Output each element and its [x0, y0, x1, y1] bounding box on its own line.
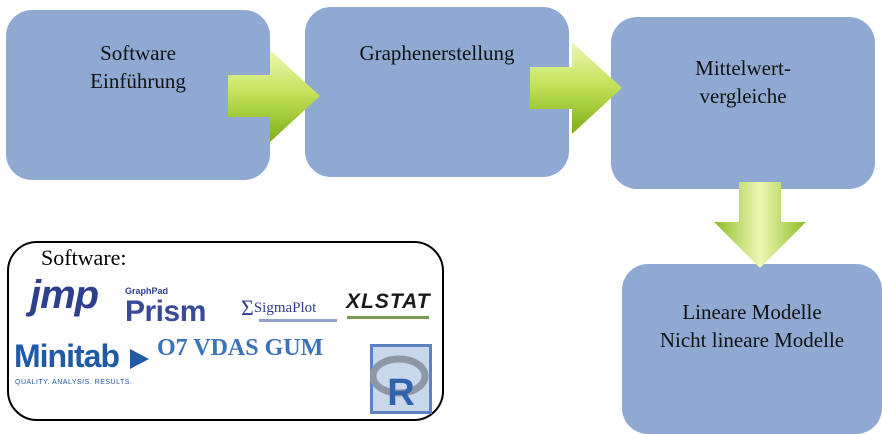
step3-line1: Mittelwert- — [695, 56, 791, 80]
r-logo-icon: R — [370, 344, 432, 414]
step-software-introduction: Software Einführung — [6, 10, 270, 180]
step3-line2: vergleiche — [699, 84, 787, 109]
step4-line1: Lineare Modelle — [682, 300, 822, 324]
step4-line2: Nicht lineare Modelle — [659, 328, 845, 353]
step1-line1: Software — [100, 41, 176, 65]
xlstat-logo: XLSTAT — [346, 290, 431, 313]
arrow-right-icon — [530, 42, 622, 134]
sigma-icon: Σ — [241, 295, 254, 320]
arrow-right-icon — [228, 50, 320, 142]
r-letter: R — [387, 372, 414, 414]
xlstat-tagline — [347, 316, 429, 319]
step-linear-models: Lineare Modelle Nicht lineare Modelle — [622, 264, 882, 434]
step2-line1: Graphenerstellung — [359, 41, 515, 65]
software-title: Software: — [41, 245, 127, 270]
minitab-logo: Minitab — [14, 338, 120, 374]
sigmaplot-label: SigmaPlot — [253, 300, 317, 316]
arrow-down-icon — [714, 182, 806, 268]
jmp-logo: jmp — [30, 273, 99, 317]
step-mean-comparisons: Mittelwert- vergleiche — [611, 17, 875, 189]
prism-logo: Prism — [125, 295, 206, 328]
o7-vdas-gum-label: O7 VDAS GUM — [157, 335, 324, 361]
sigmaplot-tagline — [259, 319, 337, 322]
sigmaplot-logo: ΣSigmaPlot — [241, 295, 316, 321]
software-logos-panel: Software: jmp GraphPad Prism ΣSigmaPlot … — [7, 241, 444, 421]
play-triangle-icon — [130, 349, 149, 369]
graphpad-label: GraphPad — [125, 286, 169, 296]
step1-line2: Einführung — [90, 69, 186, 94]
minitab-tagline: QUALITY. ANALYSIS. RESULTS. — [15, 379, 133, 386]
step-graph-creation: Graphenerstellung — [305, 7, 569, 177]
